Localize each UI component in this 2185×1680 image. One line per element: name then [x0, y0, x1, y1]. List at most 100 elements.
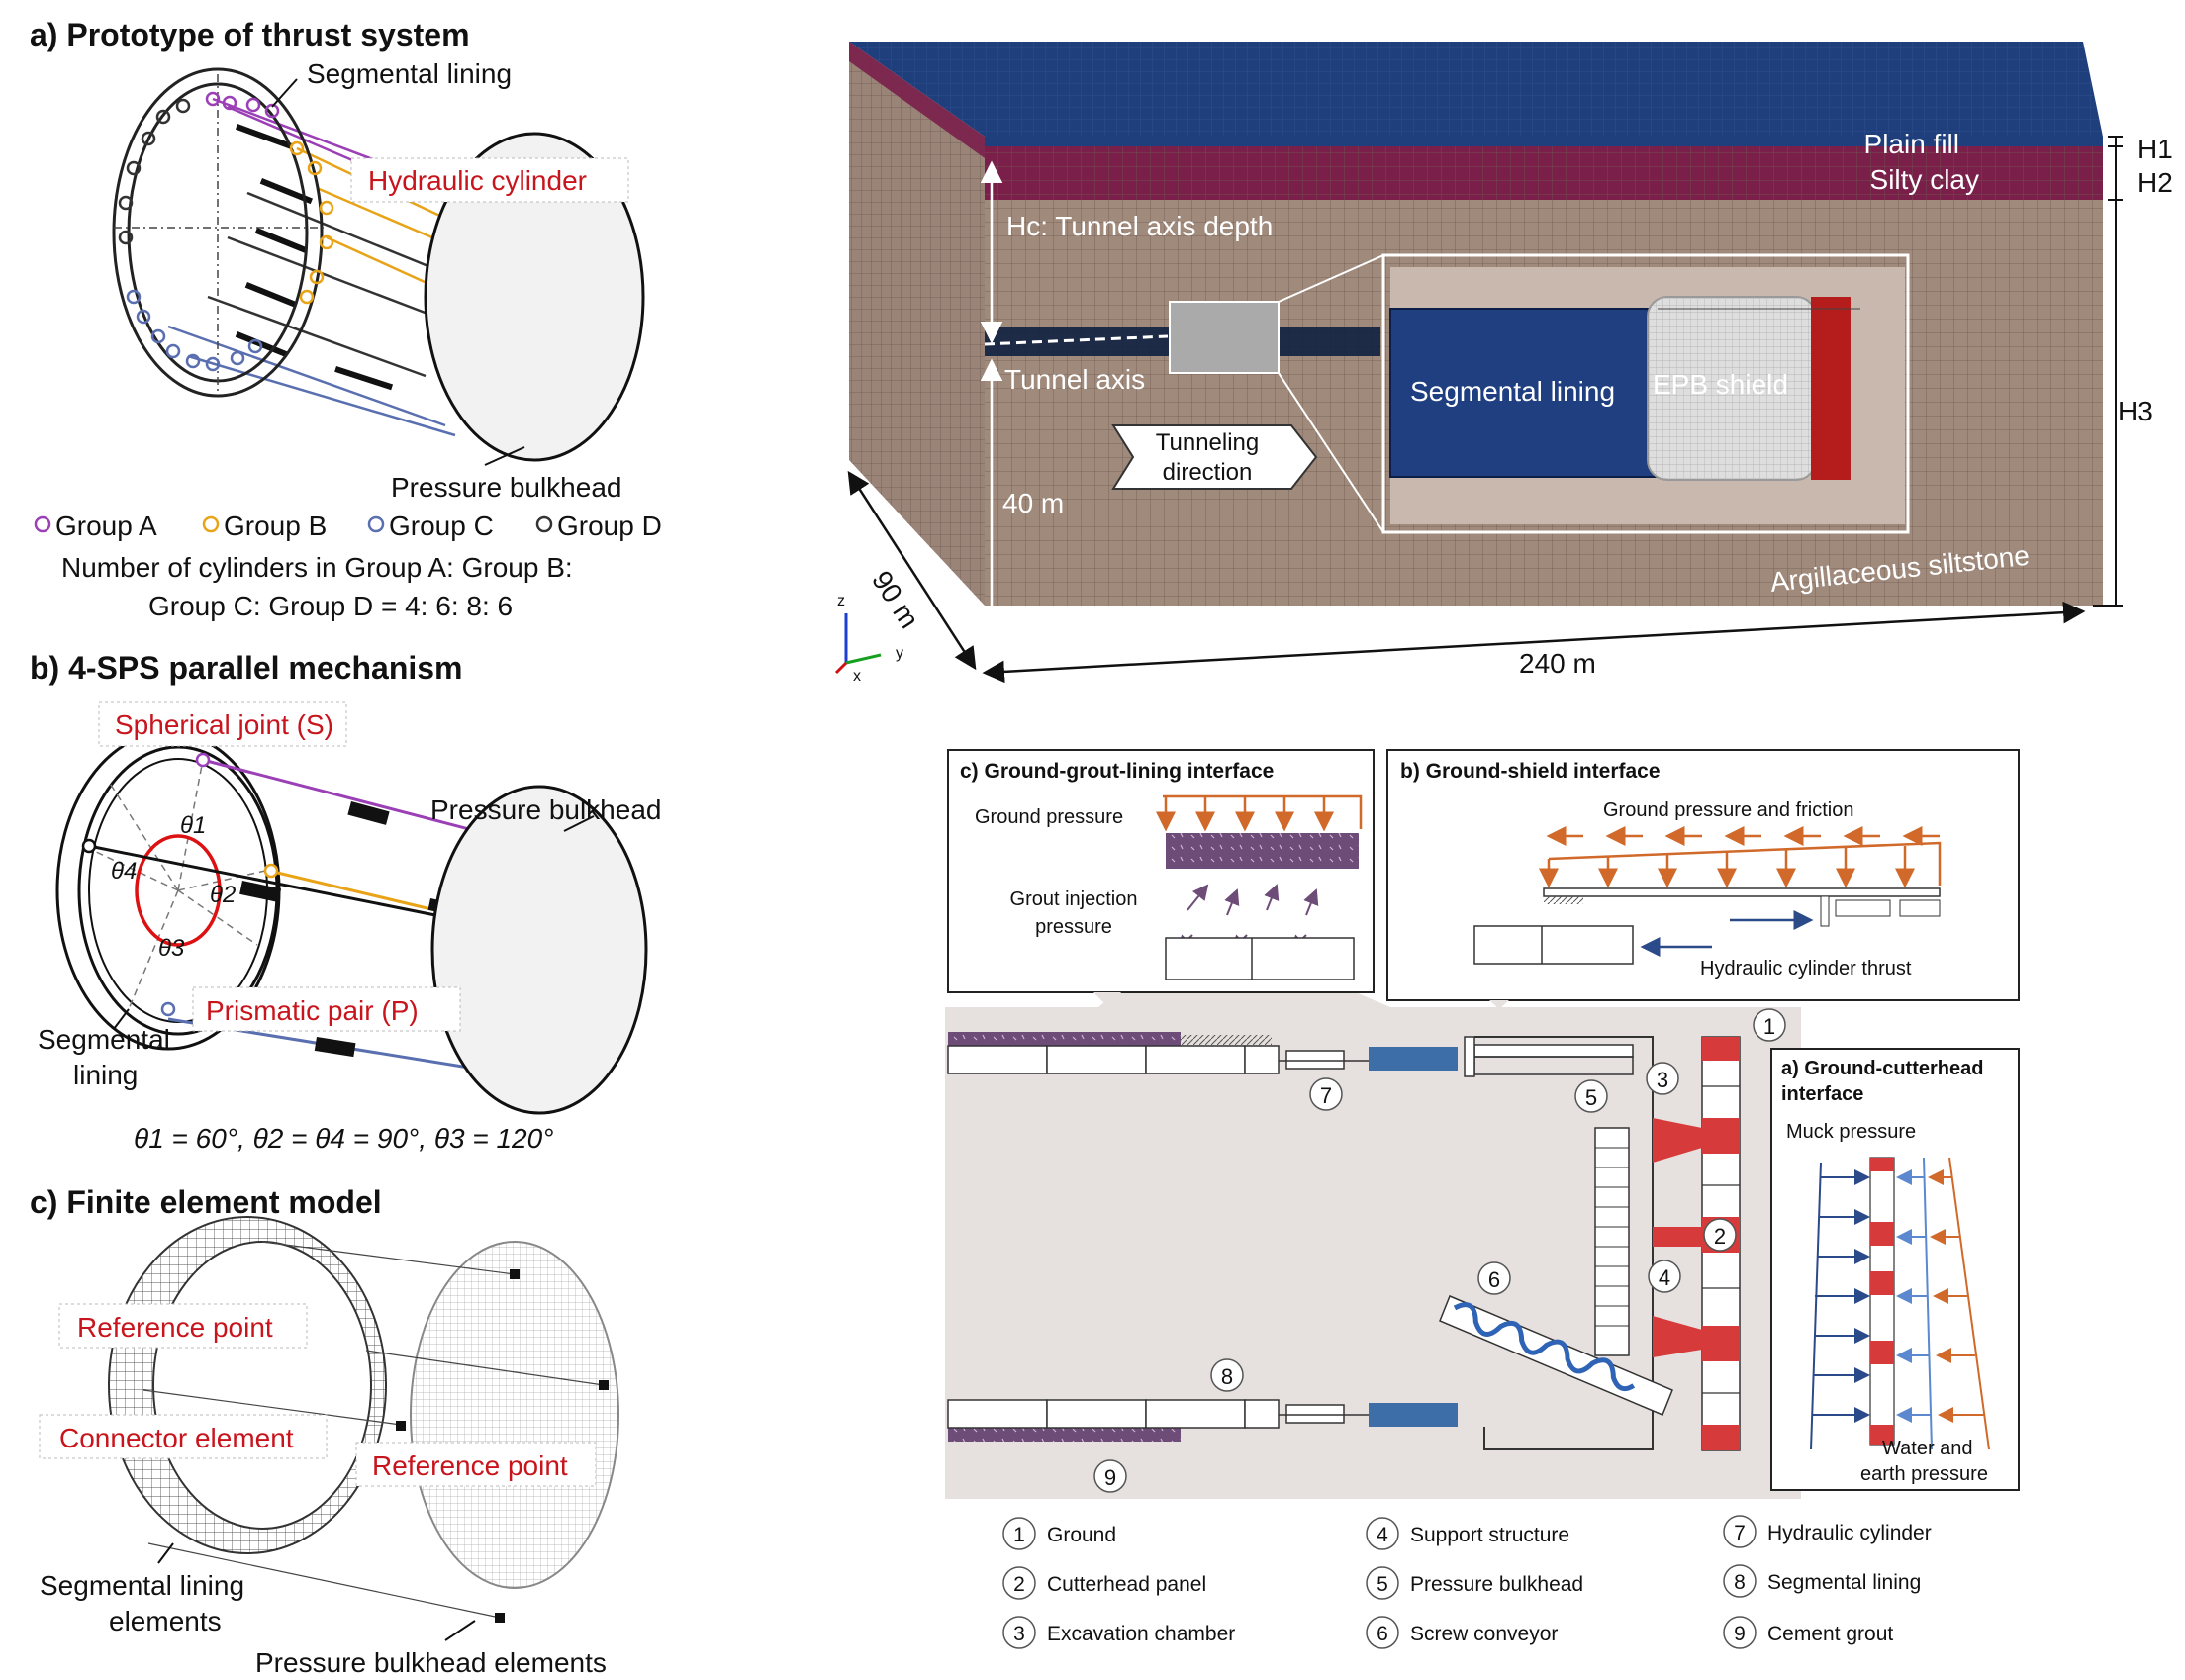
pressure-bulkhead-label: Pressure bulkhead [391, 472, 621, 503]
svg-text:Pressure bulkhead: Pressure bulkhead [1410, 1573, 1583, 1596]
inset-b-title: b) Ground-shield interface [1400, 760, 1661, 783]
svg-text:Cutterhead panel: Cutterhead panel [1047, 1573, 1206, 1596]
svg-text:5: 5 [1377, 1573, 1388, 1596]
legend-group-d: Group D [557, 511, 662, 541]
key-item-1: 1 Ground [1002, 1517, 1116, 1550]
panel-c-fe-model: c) Finite element model Reference point … [30, 1184, 619, 1678]
inset-c-title: c) Ground-grout-lining interface [960, 760, 1274, 783]
ground-pressure-label: Ground pressure [975, 806, 1123, 828]
tunnel-axis-label: Tunnel axis [1004, 364, 1145, 395]
segmental-b-label: Segmental [38, 1024, 170, 1055]
theta1-label: θ1 [180, 812, 206, 839]
water-earth-label-1: Water and [1882, 1438, 1973, 1459]
legend-group-a: Group A [55, 511, 157, 541]
length-240-label: 240 m [1519, 648, 1596, 679]
svg-text:1: 1 [1763, 1014, 1775, 1039]
callout-8: 8 [1210, 1358, 1244, 1392]
silty-clay-label: Silty clay [1870, 164, 1979, 195]
svg-text:Hydraulic cylinder: Hydraulic cylinder [1767, 1522, 1932, 1544]
axis-y-label: y [896, 645, 903, 662]
theta4-label: θ4 [111, 858, 137, 885]
svg-text:Excavation chamber: Excavation chamber [1047, 1623, 1235, 1645]
svg-text:Segmental lining: Segmental lining [1767, 1571, 1921, 1594]
svg-text:5: 5 [1585, 1085, 1597, 1110]
tbm-schematic: 1 2 3 4 5 6 7 8 9 c) Ground-grout-lining… [945, 749, 2020, 1499]
svg-text:4: 4 [1377, 1524, 1388, 1546]
legend-group-c: Group C [389, 511, 494, 541]
hc-label: Hc: Tunnel axis depth [1006, 211, 1273, 241]
key-item-7: 7 Hydraulic cylinder [1723, 1515, 1932, 1548]
prismatic-pair-label: Prismatic pair (P) [206, 995, 419, 1026]
svg-text:8: 8 [1221, 1364, 1233, 1389]
theta3-label: θ3 [158, 935, 185, 962]
theta-equation: θ1 = 60°, θ2 = θ4 = 90°, θ3 = 120° [134, 1123, 553, 1154]
panel-a-prototype: a) Prototype of thrust system [30, 17, 662, 621]
key-item-8: 8 Segmental lining [1723, 1564, 1921, 1598]
svg-text:9: 9 [1104, 1465, 1116, 1490]
ground-friction-label: Ground pressure and friction [1603, 799, 1853, 821]
svg-text:3: 3 [1657, 1068, 1668, 1092]
epb-shield-label: EPB shield [1653, 369, 1788, 400]
callout-5: 5 [1574, 1079, 1608, 1113]
callout-3: 3 [1646, 1062, 1679, 1095]
tunneling-label-1: Tunneling [1156, 429, 1260, 456]
svg-text:2: 2 [1013, 1573, 1025, 1596]
inset-a-title-1: a) Ground-cutterhead [1781, 1058, 1983, 1079]
hydraulic-thrust-label: Hydraulic cylinder thrust [1700, 958, 1912, 980]
tunneling-label-2: direction [1163, 459, 1253, 486]
svg-text:8: 8 [1734, 1571, 1746, 1594]
callout-7: 7 [1309, 1077, 1343, 1111]
svg-text:4: 4 [1659, 1265, 1670, 1290]
callout-2: 2 [1703, 1218, 1737, 1252]
inset-segmental-lining-label: Segmental lining [1410, 376, 1615, 407]
hydraulic-cylinder-label: Hydraulic cylinder [368, 165, 587, 196]
group-legend: Group A Group B Group C Group D [34, 511, 662, 541]
svg-text:1: 1 [1013, 1524, 1025, 1546]
key-item-9: 9 Cement grout [1723, 1616, 1893, 1649]
grout-label-1: Grout injection [1010, 888, 1138, 910]
h1-label: H1 [2138, 134, 2173, 164]
svg-text:6: 6 [1377, 1623, 1388, 1645]
cylinder-count-note-1: Number of cylinders in Group A: Group B: [61, 552, 573, 583]
h2-label: H2 [2138, 167, 2173, 198]
callout-4: 4 [1648, 1260, 1681, 1293]
water-earth-label-2: earth pressure [1860, 1463, 1988, 1485]
bulkhead-elements-label: Pressure bulkhead elements [255, 1647, 607, 1678]
component-key: 1 Ground 2 Cutterhead panel 3 Excavation… [1002, 1515, 1932, 1649]
svg-text:Ground: Ground [1047, 1524, 1116, 1546]
h3-label: H3 [2118, 396, 2153, 426]
theta2-label: θ2 [210, 882, 236, 908]
inset-a-title-2: interface [1781, 1083, 1863, 1105]
key-item-3: 3 Excavation chamber [1002, 1616, 1235, 1649]
panel-b-title: b) 4-SPS parallel mechanism [30, 650, 463, 686]
key-item-6: 6 Screw conveyor [1366, 1616, 1558, 1649]
spherical-joint-label: Spherical joint (S) [115, 709, 333, 740]
panel-c-title: c) Finite element model [30, 1184, 382, 1220]
reference-point-1-label: Reference point [77, 1312, 273, 1343]
axis-x-label: x [853, 668, 861, 685]
seg-elements-label-1: Segmental lining [40, 1570, 244, 1601]
panel-b-mechanism: b) 4-SPS parallel mechanism Spherical jo… [30, 650, 661, 1154]
model-3d: Plain fill Silty clay H1 H2 H3 Hc: Tunne… [834, 42, 2173, 685]
cylinder-count-note-2: Group C: Group D = 4: 6: 8: 6 [148, 591, 513, 621]
plain-fill-label: Plain fill [1864, 129, 1959, 159]
svg-text:7: 7 [1734, 1522, 1746, 1544]
key-item-5: 5 Pressure bulkhead [1366, 1566, 1583, 1600]
svg-text:6: 6 [1488, 1267, 1500, 1292]
svg-text:Screw conveyor: Screw conveyor [1410, 1623, 1558, 1645]
grout-label-2: pressure [1035, 916, 1112, 938]
tunneling-direction-arrow [1111, 424, 1318, 490]
key-item-4: 4 Support structure [1366, 1517, 1569, 1550]
svg-text:Cement grout: Cement grout [1767, 1623, 1893, 1645]
legend-group-b: Group B [224, 511, 327, 541]
key-item-2: 2 Cutterhead panel [1002, 1566, 1206, 1600]
callout-6: 6 [1477, 1261, 1511, 1295]
muck-pressure-label: Muck pressure [1786, 1121, 1916, 1143]
svg-text:Support structure: Support structure [1410, 1524, 1569, 1546]
connector-element-label: Connector element [59, 1423, 294, 1453]
callout-1: 1 [1753, 1008, 1786, 1042]
svg-text:2: 2 [1714, 1224, 1726, 1249]
depth-40-label: 40 m [1002, 488, 1064, 518]
seg-elements-label-2: elements [109, 1606, 222, 1636]
reference-point-2-label: Reference point [372, 1450, 568, 1481]
